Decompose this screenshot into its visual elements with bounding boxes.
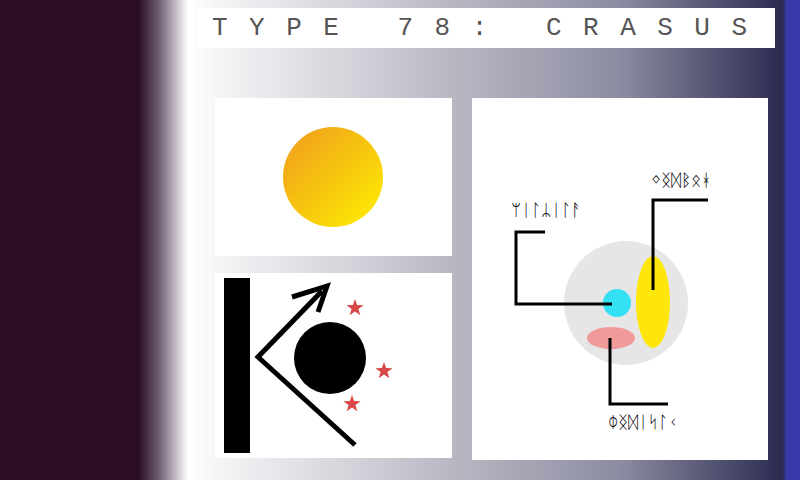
title: TYPE 78: CRASUS (212, 12, 769, 44)
sun-circle (283, 127, 383, 227)
part-label: ᛘᛁᛚᛦᛁᛚᚨ (511, 200, 581, 220)
leader-lines (516, 200, 708, 404)
black-circle (294, 322, 366, 394)
star-group (343, 299, 392, 411)
arrowhead (292, 286, 327, 312)
part-label: ᛜᛝᛞᛒᛟᚼ (651, 170, 711, 190)
title-bar: TYPE 78: CRASUS (198, 8, 775, 48)
black-bar (224, 278, 250, 453)
part-label: ᛰᛝᛞᛁᛋᛚᚲ (608, 412, 678, 432)
